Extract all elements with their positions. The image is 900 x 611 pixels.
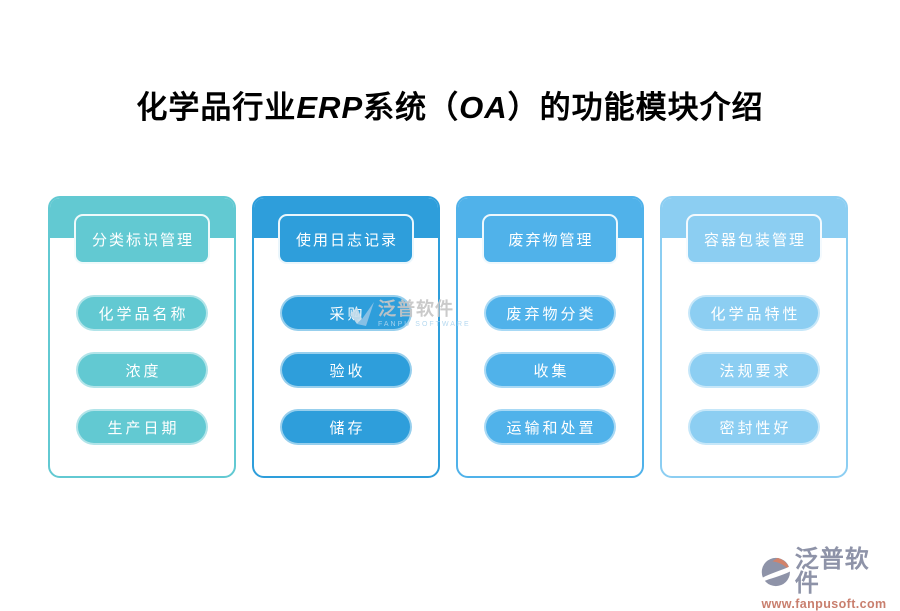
card-header-label: 分类标识管理 <box>74 214 210 264</box>
page-title: 化学品行业ERP系统（OA）的功能模块介绍 <box>0 82 900 127</box>
card-header-label: 容器包装管理 <box>686 214 822 264</box>
module-cards-row: 分类标识管理 化学品名称 浓度 生产日期 使用日志记录 采购 验收 储存 废弃物… <box>48 196 848 478</box>
pill-item: 法规要求 <box>688 352 820 388</box>
title-part-cjk: 化学品行业 <box>136 90 297 125</box>
card-pill-list: 废弃物分类 收集 运输和处置 <box>458 295 642 445</box>
title-part-cjk: 系统（ <box>363 90 460 125</box>
pill-item: 验收 <box>280 352 412 388</box>
card-header-label: 使用日志记录 <box>278 214 414 264</box>
footer-brand-text: 泛普软件 <box>794 546 870 597</box>
card-waste-management: 废弃物管理 废弃物分类 收集 运输和处置 <box>456 196 644 478</box>
title-part-oa: OA <box>459 90 508 125</box>
title-part-erp: ERP <box>296 90 364 125</box>
card-usage-log: 使用日志记录 采购 验收 储存 <box>252 196 440 478</box>
card-pill-list: 化学品名称 浓度 生产日期 <box>50 295 234 445</box>
title-part-cjk: ）的功能模块介绍 <box>507 90 764 125</box>
pill-item: 密封性好 <box>688 409 820 445</box>
pill-item: 储存 <box>280 409 412 445</box>
pill-item: 生产日期 <box>76 409 208 445</box>
pill-item: 废弃物分类 <box>484 295 616 331</box>
pill-item: 运输和处置 <box>484 409 616 445</box>
footer-logo-block: 泛普软件 www.fanpusoft.com <box>760 548 888 611</box>
pill-item: 化学品特性 <box>688 295 820 331</box>
card-pill-list: 采购 验收 储存 <box>254 295 438 445</box>
pill-item: 浓度 <box>76 352 208 388</box>
pill-item: 采购 <box>280 295 412 331</box>
card-container-packaging: 容器包装管理 化学品特性 法规要求 密封性好 <box>660 196 848 478</box>
card-classification-management: 分类标识管理 化学品名称 浓度 生产日期 <box>48 196 236 478</box>
card-header-label: 废弃物管理 <box>482 214 618 264</box>
footer-logo-row: 泛普软件 <box>760 548 888 596</box>
pill-item: 化学品名称 <box>76 295 208 331</box>
pill-item: 收集 <box>484 352 616 388</box>
card-pill-list: 化学品特性 法规要求 密封性好 <box>662 295 846 445</box>
fanpu-logo-icon <box>761 557 791 587</box>
